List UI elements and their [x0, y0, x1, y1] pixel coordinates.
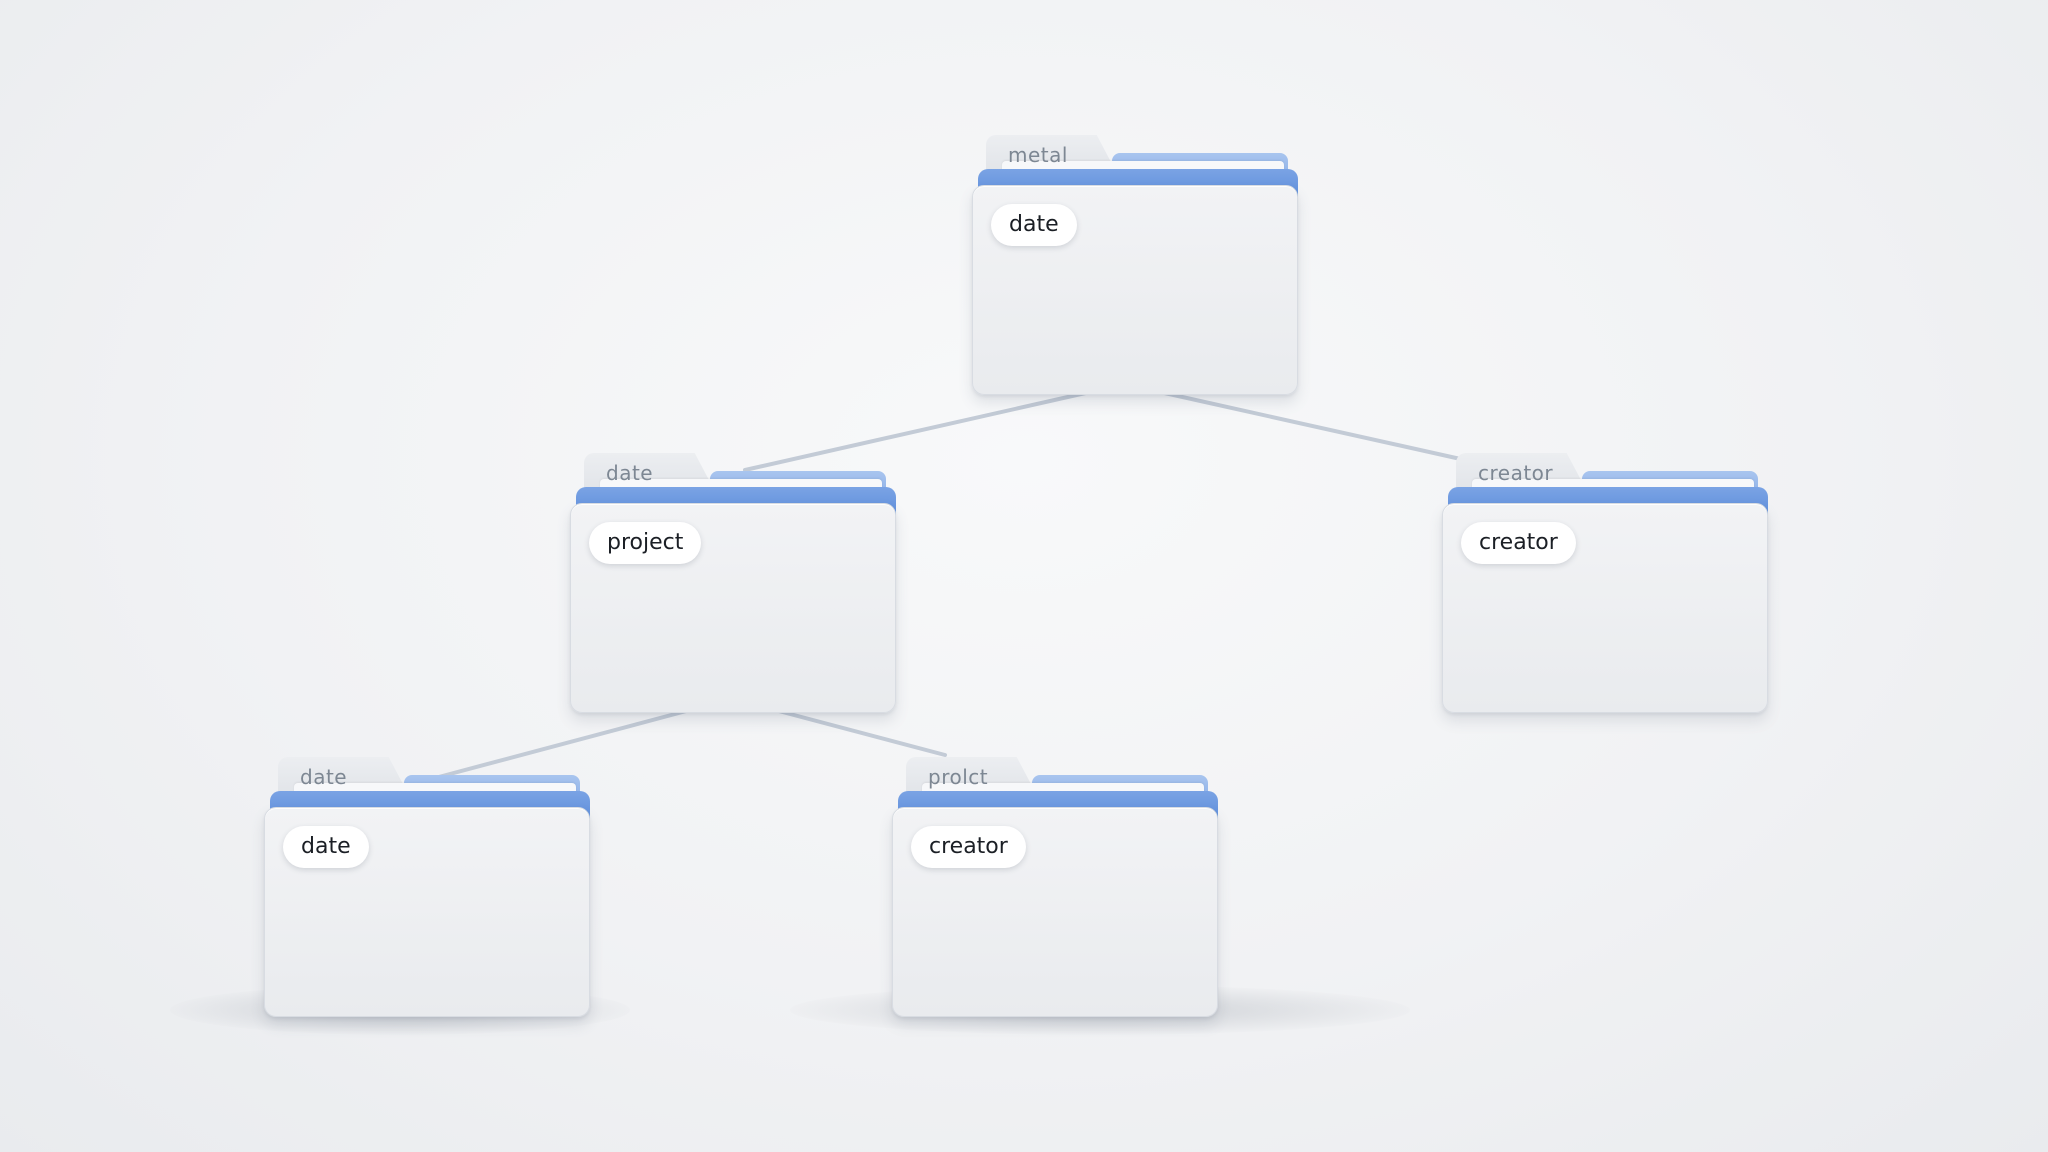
folder-icon: project — [570, 503, 896, 713]
folder-middle-right[interactable]: creator creator — [1442, 453, 1772, 713]
connector-root-to-middle-left — [743, 390, 1092, 472]
folder-tab-label: prolct — [928, 765, 989, 789]
folder-icon: date — [972, 185, 1298, 395]
folder-label-pill: date — [283, 826, 369, 868]
folder-label-pill: date — [991, 204, 1077, 246]
folder-label-pill: creator — [911, 826, 1026, 868]
connector-middle-left-to-bottom-left — [433, 708, 692, 780]
folder-tab-label: date — [606, 461, 654, 485]
folder-icon: creator — [1442, 503, 1768, 713]
folder-tab-label: metal — [1008, 143, 1068, 167]
folder-bottom-center[interactable]: prolct creator — [892, 757, 1222, 1017]
folder-label-pill: project — [589, 522, 702, 564]
folder-tab-label: creator — [1478, 461, 1554, 485]
folder-icon: date — [264, 807, 590, 1017]
folder-icon: creator — [892, 807, 1218, 1017]
folder-root[interactable]: metal date — [972, 135, 1302, 395]
folder-middle-left[interactable]: date project — [570, 453, 900, 713]
connector-middle-left-to-bottom-center — [773, 708, 947, 757]
folder-label-pill: creator — [1461, 522, 1576, 564]
connector-root-to-middle-right — [1158, 390, 1467, 462]
folder-bottom-left[interactable]: date date — [264, 757, 594, 1017]
folder-tab-label: date — [300, 765, 348, 789]
